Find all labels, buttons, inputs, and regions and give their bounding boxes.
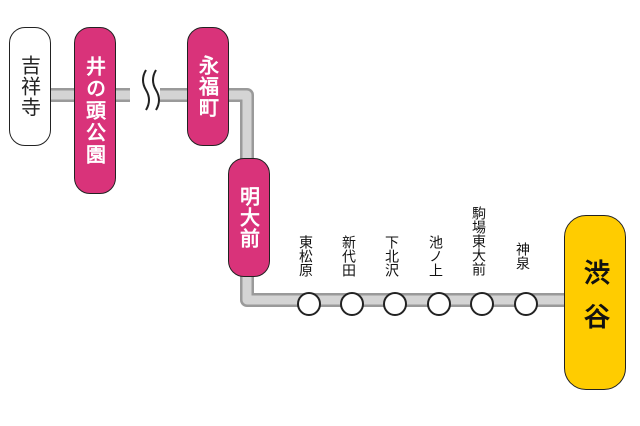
- station-shibuya-label: 渋谷: [579, 258, 610, 347]
- station-label-higashi-matsubara: 東松原: [297, 226, 321, 286]
- station-label-text: 神泉: [514, 242, 530, 270]
- station-circle-higashi-matsubara[interactable]: [297, 292, 321, 316]
- wavy-break-icon: [142, 69, 160, 111]
- station-meidaimae-label: 明大前: [236, 186, 261, 249]
- station-label-text: 東松原: [297, 235, 313, 277]
- station-label-komaba-todaimae: 駒場東大前: [470, 196, 494, 286]
- station-label-shindaita: 新代田: [340, 226, 364, 286]
- station-circle-ikenoue[interactable]: [427, 292, 451, 316]
- station-inokashira-koen-label: 井の頭公園: [82, 55, 107, 166]
- station-circle-komaba-todaimae[interactable]: [470, 292, 494, 316]
- station-kichijoji[interactable]: 吉祥寺: [9, 27, 51, 146]
- station-label-shimokitazawa: 下北沢: [383, 226, 407, 286]
- station-eifukucho[interactable]: 永福町: [187, 27, 229, 146]
- station-circle-shindaita[interactable]: [340, 292, 364, 316]
- station-label-text: 新代田: [340, 235, 356, 277]
- station-inokashira-koen[interactable]: 井の頭公園: [74, 27, 116, 194]
- station-circle-shinsen[interactable]: [514, 292, 538, 316]
- station-label-text: 駒場東大前: [470, 206, 486, 276]
- station-circle-shimokitazawa[interactable]: [383, 292, 407, 316]
- station-label-text: 池ノ上: [427, 235, 443, 277]
- station-meidaimae[interactable]: 明大前: [228, 158, 270, 277]
- station-label-text: 下北沢: [383, 235, 399, 277]
- station-label-ikenoue: 池ノ上: [427, 226, 451, 286]
- station-kichijoji-label: 吉祥寺: [17, 55, 42, 118]
- station-shibuya[interactable]: 渋谷: [564, 215, 626, 390]
- station-label-shinsen: 神泉: [514, 226, 538, 286]
- station-eifukucho-label: 永福町: [195, 55, 220, 118]
